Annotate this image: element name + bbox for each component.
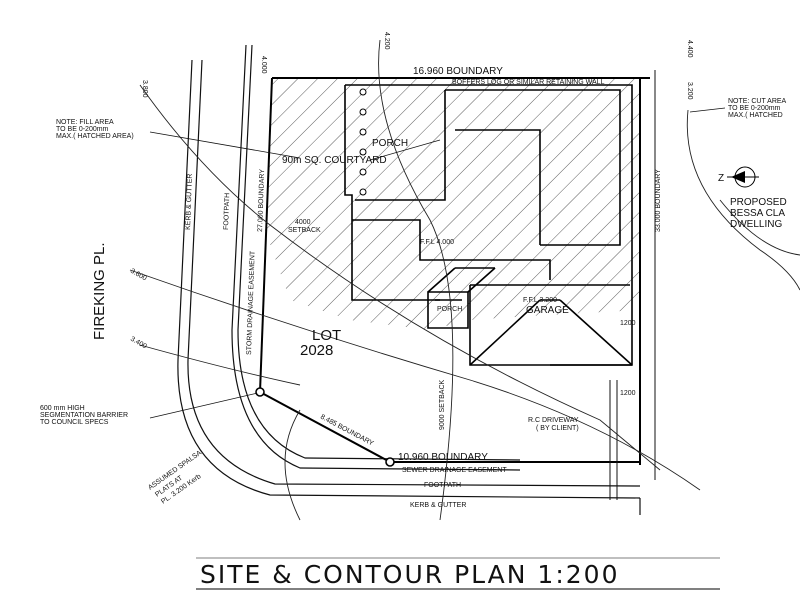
hatched-fill-area (265, 78, 640, 330)
driveway-label-1: R.C DRIVEWAY (528, 417, 579, 424)
ffl-house-label: F.F.L 4.000 (420, 239, 454, 246)
cut-note-line-2: TO BE 0-200mm (728, 105, 781, 112)
cut-note-line-3: MAX.( HATCHED (728, 112, 783, 119)
barrier-note-line-2: SEGMENTATION BARRIER (40, 412, 128, 419)
driveway-label-2: ( BY CLIENT) (536, 425, 579, 432)
retaining-wall-label: BOFFERS LOG OR SIMILAR RETAINING WALL (452, 79, 605, 86)
street-kerb-lines (178, 45, 640, 515)
porch-posts (360, 89, 366, 195)
street-name: FIREKING PL. (91, 242, 108, 340)
contour-value-5: 3.600 (129, 268, 148, 283)
footpath-south-label: FOOTPATH (424, 482, 461, 489)
porch-small-label: PORCH (437, 306, 462, 313)
north-boundary-label: 16.960 BOUNDARY (413, 66, 503, 77)
fill-note-line-2: TO BE 0-200mm (56, 126, 109, 133)
north-arrow-letter: Z (718, 173, 724, 184)
dwelling-outline (345, 85, 632, 365)
lot-boundary (260, 78, 650, 465)
side-setback-value: 4000 (295, 219, 311, 226)
drawing-title: SITE & CONTOUR PLAN 1:200 (200, 560, 619, 589)
storm-easement-label: STORM DRAINAGE EASEMENT (246, 250, 257, 355)
lot-number: 2028 (300, 342, 333, 359)
contour-value-4: 4.400 (686, 40, 693, 58)
boundary-pins (256, 388, 394, 466)
south-boundary-label: 10.960 BOUNDARY (398, 452, 488, 463)
footpath-west-label: FOOTPATH (223, 193, 231, 230)
proposed-note-line-3: DWELLING (730, 219, 782, 230)
proposed-note-line-2: BESSA CLA (730, 208, 785, 219)
west-boundary-label: 27.000 BOUNDARY (257, 169, 266, 232)
contour-value-6: 3.400 (129, 336, 148, 351)
kerb-south-label: KERB & GUTTER (410, 502, 466, 509)
kerb-west-label: KERB & GUTTER (185, 173, 194, 230)
sewer-easement-label: SEWER DRAINAGE EASEMENT (402, 467, 507, 474)
proposed-note-line-1: PROPOSED (730, 197, 787, 208)
corner-boundary-label: 8.485 BOUNDARY (319, 414, 375, 448)
note-leaders (150, 108, 725, 418)
contour-value-3: 3.800 (141, 80, 148, 98)
contour-value-7: 3.200 (686, 82, 693, 100)
contour-value-2: 4.200 (383, 32, 390, 50)
barrier-note-line-1: 600 mm HIGH (40, 405, 85, 412)
dim-1200-b: 1200 (620, 390, 636, 397)
cut-note-line-1: NOTE: CUT AREA (728, 98, 787, 105)
contour-value-1: 4.000 (260, 56, 267, 74)
front-setback-label: 9000 SETBACK (439, 379, 446, 430)
fill-note-line-1: NOTE: FILL AREA (56, 119, 114, 126)
barrier-note-line-3: TO COUNCIL SPECS (40, 419, 109, 426)
porch-top-label: PORCH (372, 138, 408, 149)
dim-1200-a: 1200 (620, 320, 636, 327)
side-setback-word: SETBACK (288, 227, 321, 234)
east-boundary-label: 33.000 BOUNDARY (655, 169, 662, 232)
north-arrow-icon (727, 167, 759, 187)
lot-label: LOT (312, 327, 341, 344)
ffl-garage-label: F.F.L 3.200 (523, 297, 557, 304)
contour-lines (130, 40, 800, 520)
garage-label: GARAGE (526, 305, 569, 316)
courtyard-label: 90m SQ. COURTYARD (282, 155, 387, 166)
fill-note-line-3: MAX.( HATCHED AREA) (56, 133, 134, 140)
